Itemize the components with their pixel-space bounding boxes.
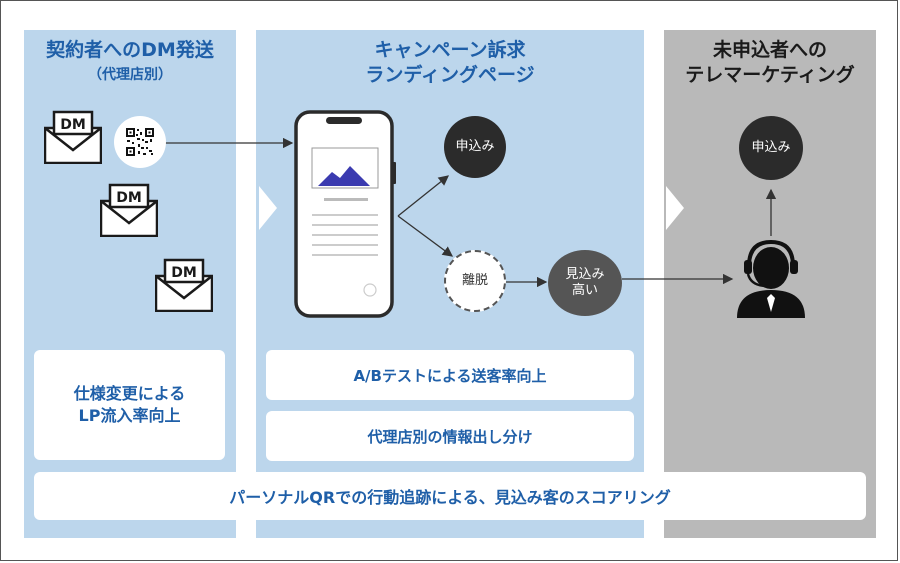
- lp-inflow-card: 仕様変更による LP流入率向上: [34, 350, 225, 460]
- smartphone-icon: [294, 110, 400, 324]
- dm-label: DM: [116, 190, 142, 206]
- apply-node-lp: 申込み: [444, 116, 506, 178]
- landing-page-title-line1: キャンペーン訴求: [374, 39, 526, 61]
- dm-envelope-icon: DM: [43, 110, 103, 168]
- dm-envelope-icon: DM: [154, 258, 214, 316]
- scoring-banner: パーソナルQRでの行動追跡による、見込み客のスコアリング: [34, 472, 866, 520]
- flow-chevron-2: [666, 186, 684, 230]
- ab-test-card: A/Bテストによる送客率向上: [266, 350, 634, 400]
- high-likelihood-node: 見込み 高い: [548, 250, 622, 316]
- lp-inflow-line1: 仕様変更による: [73, 384, 186, 403]
- apply-node-tele: 申込み: [739, 116, 803, 180]
- high-likelihood-line2: 高い: [571, 283, 598, 298]
- agency-content-card: 代理店別の情報出し分け: [266, 411, 634, 461]
- operator-headset-icon: [733, 238, 809, 322]
- telemarketing-title-line1: 未申込者への: [712, 39, 827, 61]
- qr-code-icon: [114, 116, 166, 172]
- dm-label: DM: [171, 265, 197, 281]
- dm-envelope-icon: DM: [99, 183, 159, 241]
- high-likelihood-line1: 見込み: [565, 267, 605, 282]
- dm-panel-title: 契約者へのDM発送: [46, 39, 214, 61]
- landing-page-title-line2: ランディングページ: [365, 64, 535, 86]
- lp-inflow-line2: LP流入率向上: [78, 406, 181, 425]
- leave-node: 離脱: [444, 250, 506, 312]
- dm-panel-subtitle: （代理店別）: [88, 67, 172, 83]
- flow-chevron-1: [259, 186, 277, 230]
- dm-label: DM: [60, 117, 86, 133]
- telemarketing-title-line2: テレマーケティング: [685, 64, 855, 86]
